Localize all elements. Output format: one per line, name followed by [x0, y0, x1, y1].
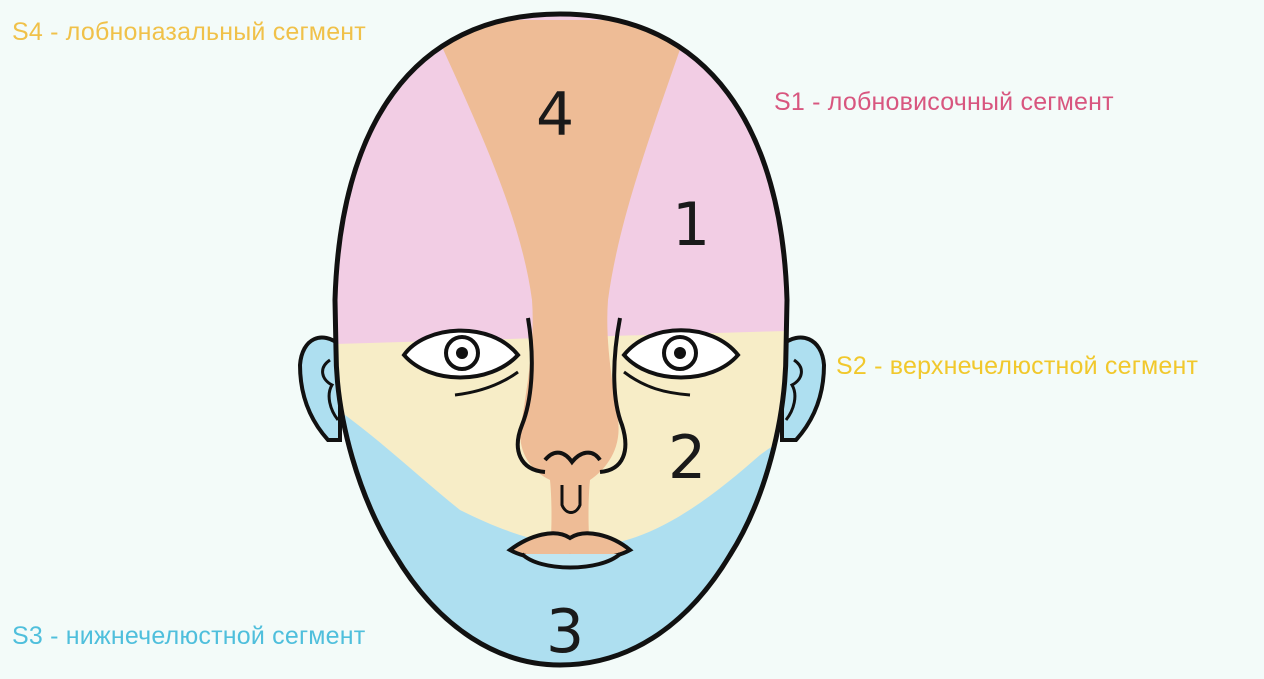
legend-s1-label: S1 - лобновисочный сегмент: [774, 88, 1114, 117]
legend-s3-label: S3 - нижнечелюстной сегмент: [12, 622, 365, 651]
segment-number-1: 1: [672, 190, 710, 260]
segment-number-4: 4: [536, 80, 574, 150]
segment-number-2: 2: [668, 423, 706, 493]
segment-number-3: 3: [546, 597, 584, 667]
legend-s4-label: S4 - лобноназальный сегмент: [12, 18, 366, 47]
legend-s2-label: S2 - верхнечелюстной сегмент: [836, 352, 1198, 381]
